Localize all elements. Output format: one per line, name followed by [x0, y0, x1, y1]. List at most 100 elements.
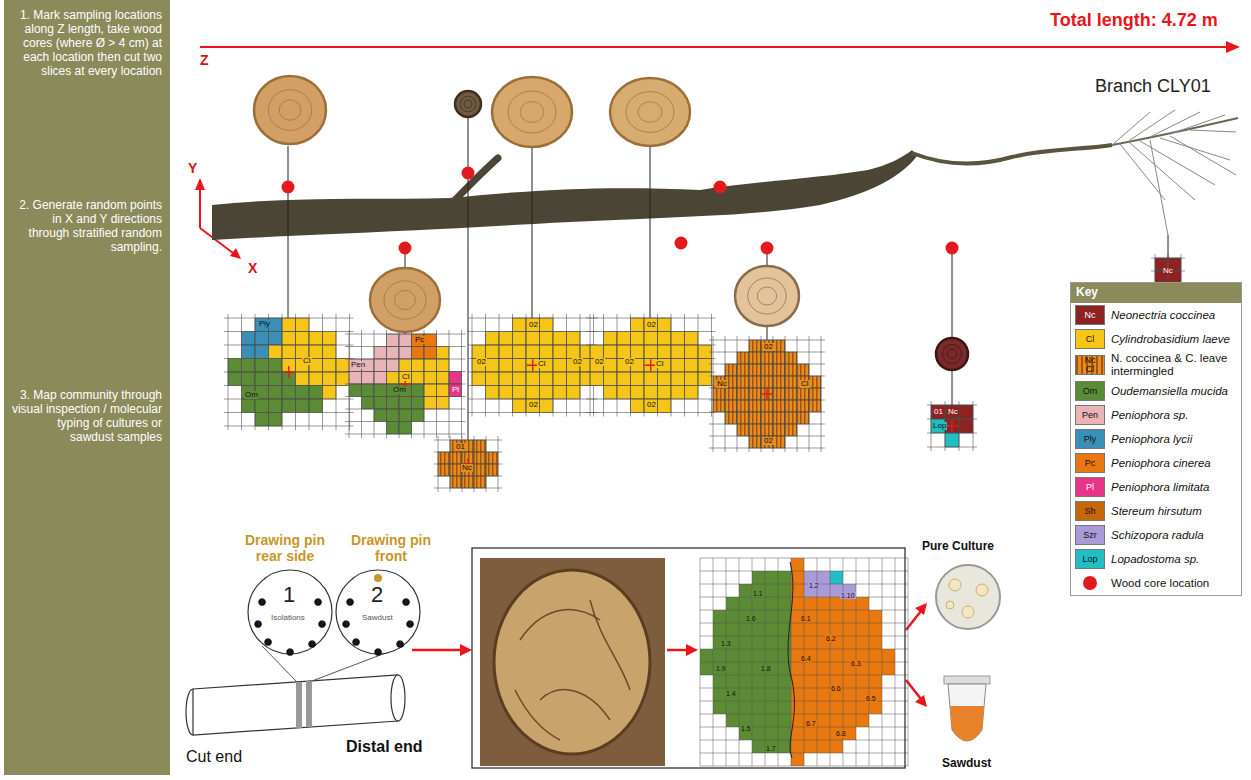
map-cell: [726, 675, 739, 688]
map-cell: [526, 332, 540, 346]
legend-label: Peniophora limitata: [1111, 481, 1209, 494]
map-cell: [255, 399, 269, 413]
map-cell: [499, 332, 513, 346]
grid-line: [468, 345, 598, 346]
map-cell: [713, 623, 726, 636]
wood-core-dot: [761, 242, 774, 255]
map-cell: [631, 318, 645, 332]
map-cell: [449, 384, 462, 397]
branch-body: [193, 675, 398, 735]
map-cell: [725, 412, 737, 424]
map-cell: [856, 675, 869, 688]
map-cell: [785, 352, 797, 364]
grid-line: [709, 376, 825, 377]
map-cell: [749, 364, 761, 376]
map-cell: [412, 384, 425, 397]
map-cell: [486, 345, 500, 359]
legend-label: Peniophora sp.: [1111, 409, 1188, 422]
map-cell: [773, 352, 785, 364]
map-cell: [698, 359, 712, 373]
legend-row: LopLopadostoma sp.: [1071, 547, 1241, 571]
growth-ring: [395, 290, 416, 309]
map-cell: [773, 424, 785, 436]
map-cell: [785, 388, 797, 400]
map-cell: [462, 476, 474, 488]
map-cell: [765, 675, 778, 688]
map-cell: [540, 345, 554, 359]
map-cell: [761, 400, 773, 412]
wood-core-dot: [1083, 576, 1097, 590]
map-cell: [242, 399, 256, 413]
map-cell: [791, 623, 804, 636]
map-cell: [773, 436, 785, 448]
map-cell: [424, 359, 437, 372]
map-cell: [685, 345, 699, 359]
map-cell: [513, 359, 527, 373]
wood-core-dot: [714, 181, 727, 194]
grid-line: [895, 558, 896, 766]
legend-code: Cl: [1086, 335, 1095, 344]
grid-line: [737, 336, 738, 452]
sample-number: 6.2: [825, 635, 837, 642]
map-cell: [809, 376, 821, 388]
map-cell: [773, 388, 785, 400]
map-cell: [778, 610, 791, 623]
map-cell: [399, 409, 412, 422]
map-cell: [726, 610, 739, 623]
map-cell: [513, 386, 527, 400]
grid-line: [700, 740, 908, 741]
map-cell: [791, 688, 804, 701]
map-cell: [437, 359, 450, 372]
map-cell: [882, 662, 895, 675]
map-cell: [869, 649, 882, 662]
map-cell: [726, 701, 739, 714]
grid-line: [345, 396, 466, 397]
grid-line: [345, 434, 466, 435]
grid-line: [345, 346, 466, 347]
map-cell: [513, 372, 527, 386]
map-code: Lop: [932, 422, 947, 430]
sample-number: 6.5: [865, 695, 877, 702]
map-cell: [752, 714, 765, 727]
sample-number: 6.1: [800, 615, 812, 622]
map-cell: [228, 359, 242, 373]
community-map: [345, 330, 466, 438]
grid-line: [499, 314, 500, 417]
map-cell: [778, 584, 791, 597]
grid-line: [468, 372, 598, 373]
map-cell: [323, 386, 337, 400]
map-cell: [671, 345, 685, 359]
map-cell: [309, 332, 323, 346]
legend-code: Lop: [1082, 555, 1097, 564]
map-cell: [462, 464, 474, 476]
map-cell: [791, 558, 804, 571]
map-cell: [513, 332, 527, 346]
map-code: Pc: [414, 336, 425, 344]
map-cell: [631, 345, 645, 359]
map-cell: [412, 397, 425, 410]
map-cell: [269, 386, 283, 400]
legend-row: PlyPeniophora lycii: [1071, 427, 1241, 451]
map-cell: [590, 345, 604, 359]
map-cell: [412, 372, 425, 385]
legend-row: Wood core location: [1071, 571, 1241, 595]
legend-swatch: Pen: [1075, 405, 1105, 425]
map-cell: [309, 399, 323, 413]
grid-line: [773, 336, 774, 452]
map-cell: [658, 399, 672, 413]
map-cell: [399, 397, 412, 410]
grid-line: [526, 314, 527, 417]
legend-code: Pl: [1086, 483, 1094, 492]
colony-boundary: [788, 562, 794, 758]
map-cell: [590, 372, 604, 386]
map-code: Nc: [1162, 267, 1174, 275]
sample-number: 1.8: [760, 665, 772, 672]
map-cell: [773, 412, 785, 424]
map-cell: [499, 386, 513, 400]
sample-number: 1.3: [720, 640, 732, 647]
map-code: Cl: [302, 357, 312, 365]
grid-line: [586, 412, 716, 413]
grid-line: [797, 336, 798, 452]
slice-photo: [480, 558, 665, 766]
map-cell: [773, 340, 785, 352]
